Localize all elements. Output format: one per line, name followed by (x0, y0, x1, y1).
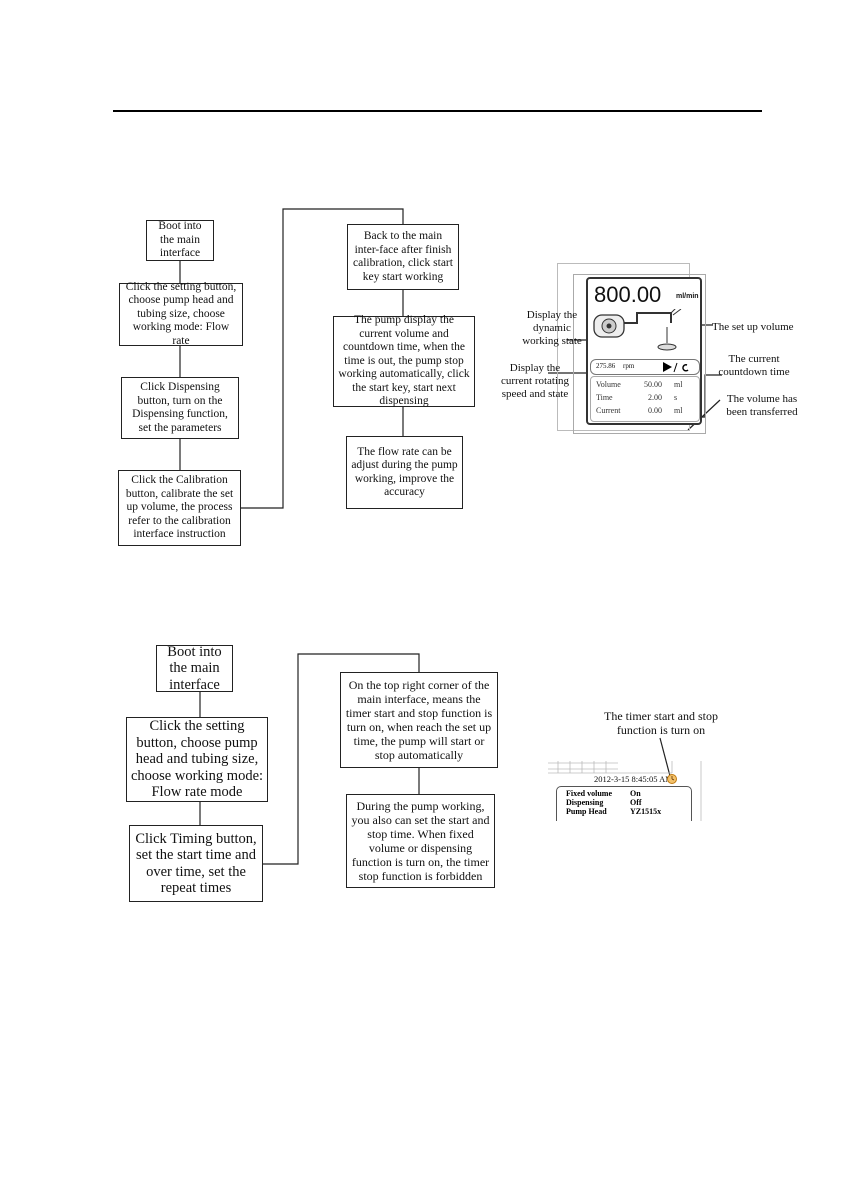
step2-setting: Click the setting button, choose pump he… (126, 717, 268, 802)
timer-clock-icon (667, 774, 677, 784)
annotation-timer-on: The timer start and stop function is tur… (604, 709, 718, 737)
step-setting: Click the setting button, choose pump he… (119, 281, 243, 347)
dispensing-label: Dispensing (566, 798, 604, 807)
play-state-icon (663, 362, 689, 373)
current-value: 0.00 (648, 406, 662, 415)
annotation-setup-volume: The set up volume (712, 321, 794, 333)
time-label: Time (596, 393, 613, 402)
pump-animation-icon (593, 309, 682, 351)
fixed-volume-value: On (630, 789, 641, 798)
step-boot: Boot into the main interface (146, 220, 214, 261)
step2-corner-indicator: On the top right corner of the main inte… (340, 672, 498, 768)
flow-rate-unit: ml/min (676, 293, 699, 300)
flow-rate-value: 800.00 (594, 282, 662, 307)
values-panel (590, 376, 700, 422)
pump-head-label: Pump Head (566, 807, 607, 816)
step-dispensing: Click Dispensing button, turn on the Dis… (121, 377, 239, 439)
device-screen: 800.00 ml/min 275.86 rpm Volume 50.00 ml… (586, 277, 702, 425)
volume-value: 50.00 (644, 380, 662, 389)
device-screen-2: 2012-3-15 8:45:05 AM Fixed volume On Dis… (548, 761, 702, 821)
current-unit: ml (674, 406, 683, 415)
time-unit: s (674, 393, 678, 402)
step-pump-display: The pump display the current volume and … (333, 314, 475, 407)
rpm-value: 275.86 (596, 362, 616, 370)
step2-during-working: During the pump working, you also can se… (346, 794, 495, 888)
pump-head-value: YZ1515x (630, 807, 662, 816)
volume-unit: ml (674, 380, 683, 389)
fixed-volume-label: Fixed volume (566, 789, 612, 798)
annotation-dynamic-state: Display the dynamic working state (522, 309, 582, 347)
rpm-unit: rpm (623, 362, 635, 370)
speed-state-bar: 275.86 rpm (590, 359, 700, 375)
step2-timing: Click Timing button, set the start time … (129, 825, 263, 902)
step-flow-adjust: The flow rate can be adjust during the p… (346, 436, 463, 509)
annotation-countdown: The current countdown time (718, 353, 790, 378)
dispensing-value: Off (630, 798, 642, 807)
screen-grid (548, 761, 702, 821)
volume-label: Volume (596, 380, 621, 389)
step2-boot: Boot into the main interface (156, 644, 233, 693)
device-screen-outer (573, 274, 706, 434)
datetime-display: 2012-3-15 8:45:05 AM (594, 774, 673, 784)
current-label: Current (596, 406, 621, 415)
annotation-rotating-speed: Display the current rotating speed and s… (500, 362, 570, 400)
time-value: 2.00 (648, 393, 662, 402)
annotation-transferred: The volume has been transferred (726, 393, 798, 418)
step-calibration: Click the Calibration button, calibrate … (118, 470, 241, 546)
header-rule (113, 110, 762, 112)
status-panel (556, 786, 692, 821)
step-back-to-main: Back to the main inter-face after finish… (347, 224, 459, 290)
